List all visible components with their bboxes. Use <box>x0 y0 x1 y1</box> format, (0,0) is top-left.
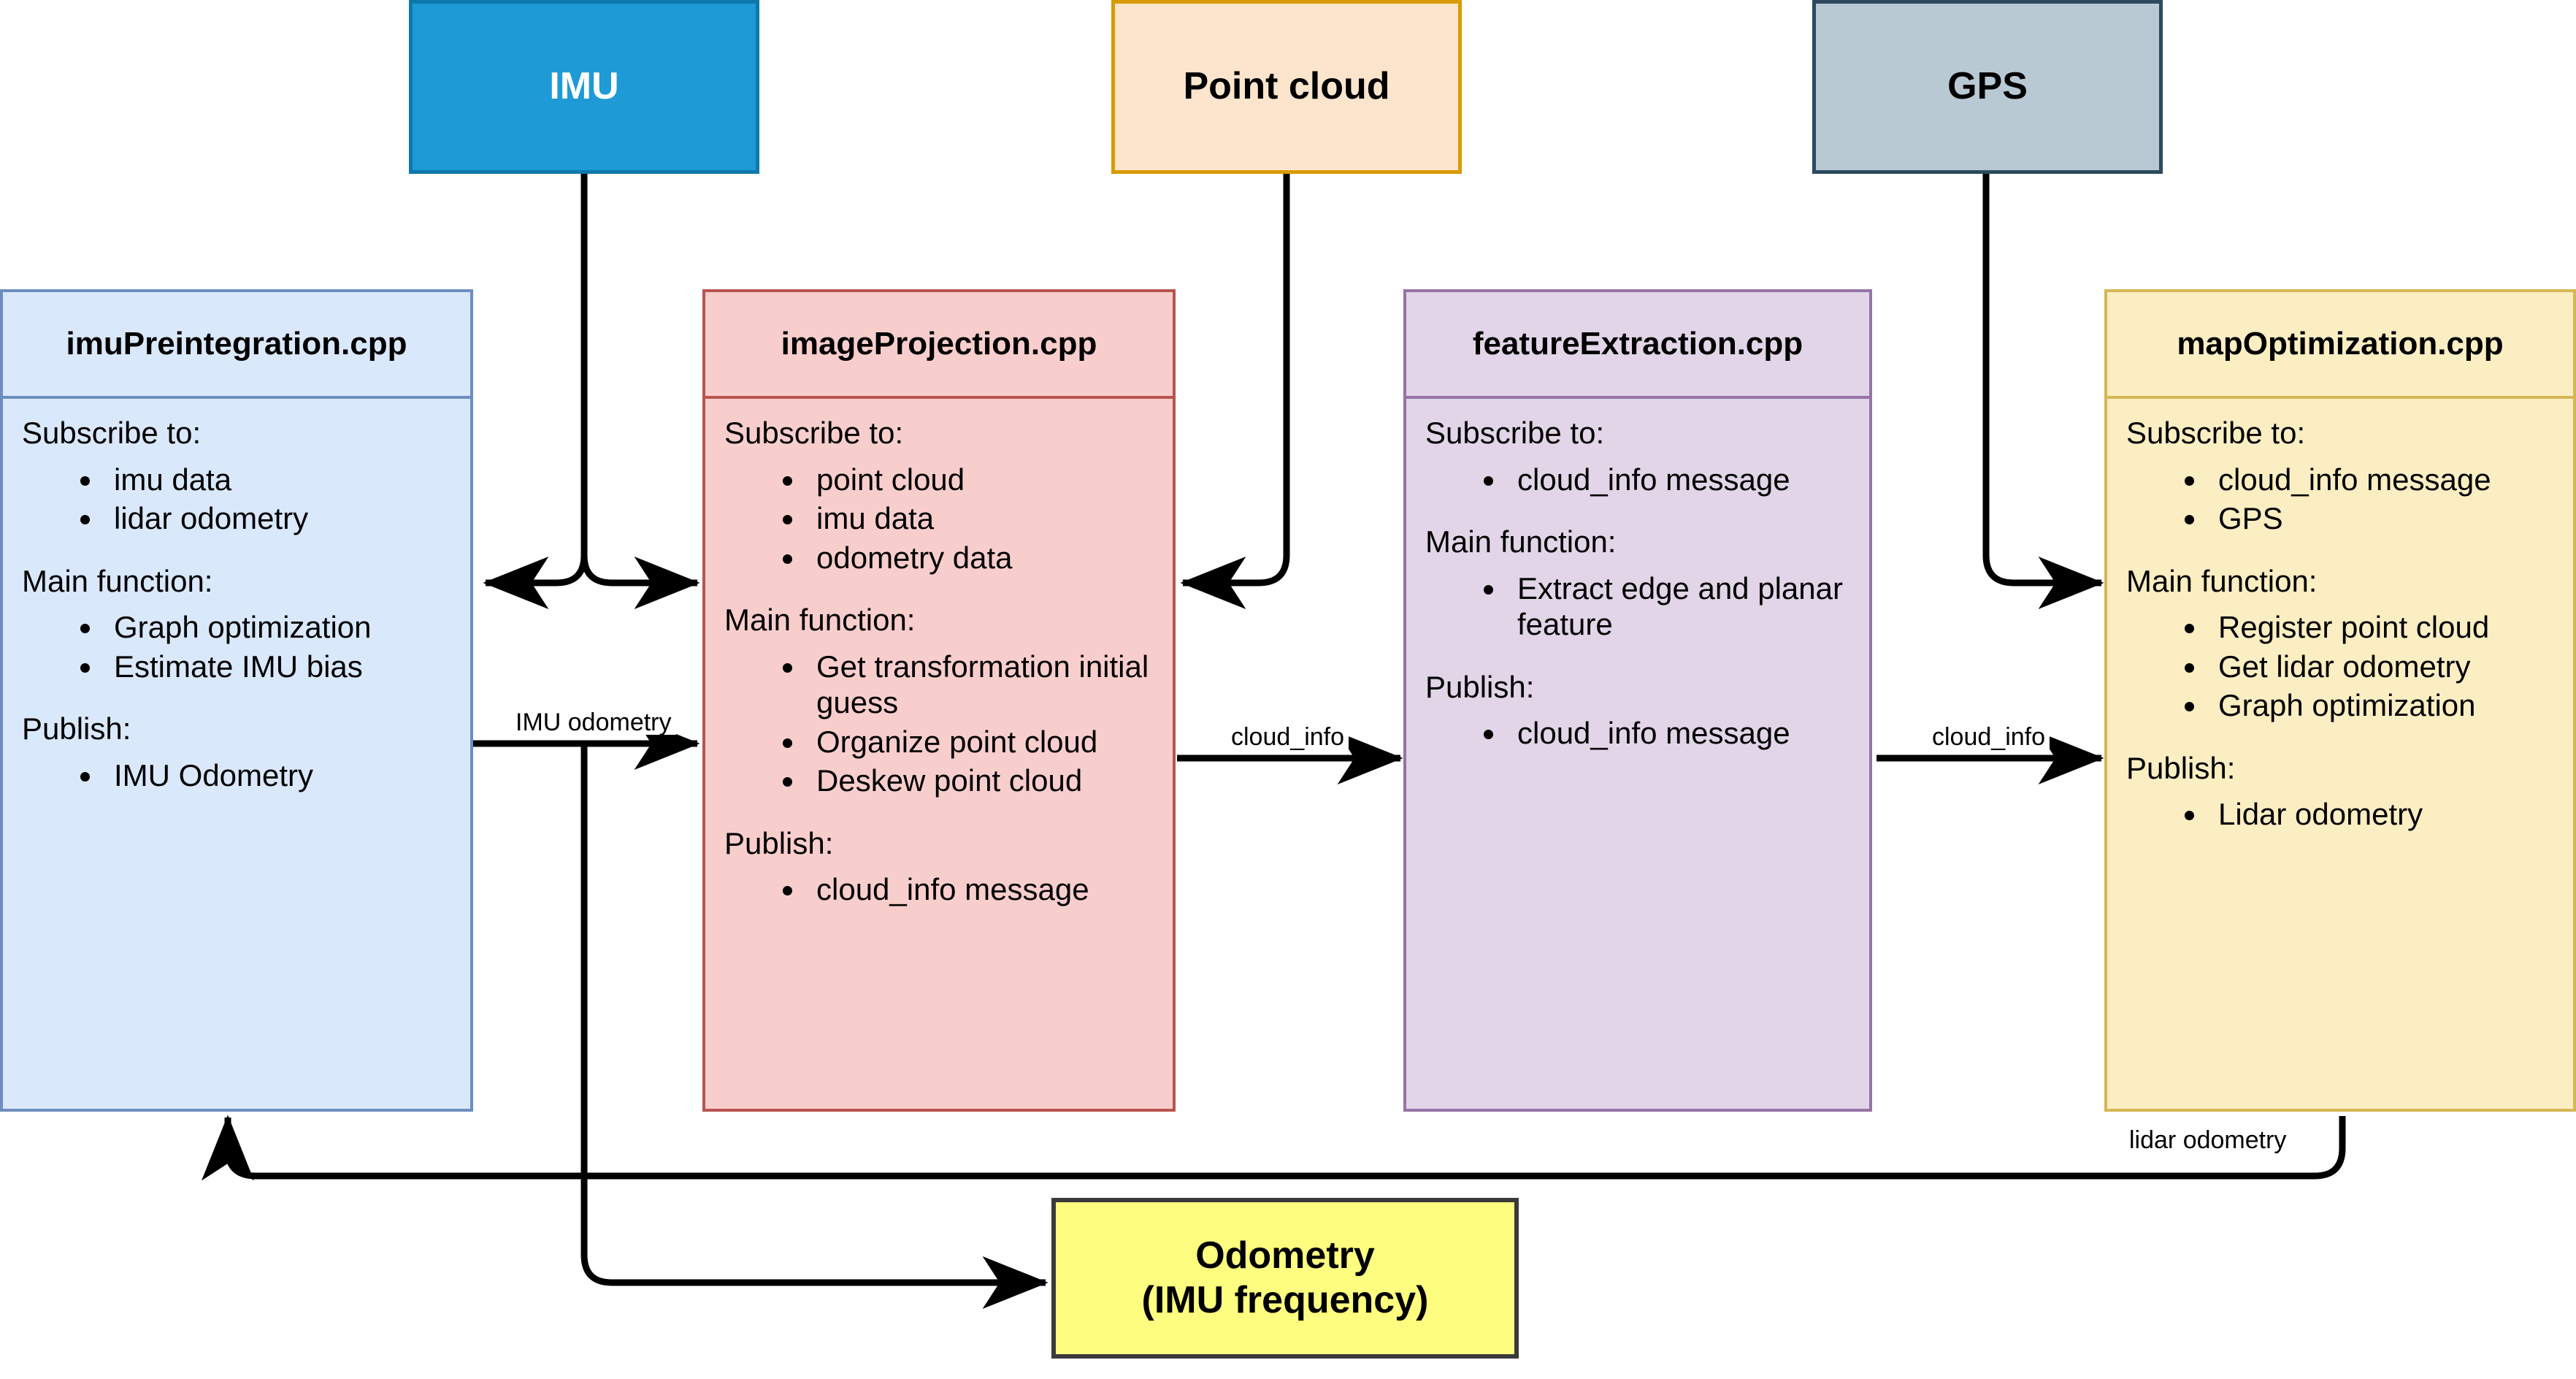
main-list: Graph optimization Estimate IMU bias <box>22 609 451 684</box>
module-title-imu-preintegration: imuPreintegration.cpp <box>3 292 470 399</box>
list-item: cloud_info message <box>2208 462 2554 498</box>
section-label-subscribe: Subscribe to: <box>2126 416 2306 450</box>
publish-list: IMU Odometry <box>22 757 451 794</box>
list-item: imu data <box>806 500 1154 537</box>
main-list: Register point cloud Get lidar odometry … <box>2126 609 2554 724</box>
module-body-feature-extraction: Subscribe to: cloud_info message Main fu… <box>1406 399 1869 1109</box>
module-title-map-optimization: mapOptimization.cpp <box>2107 292 2573 399</box>
edge-label-cloud-info-2: cloud_info <box>1928 725 2050 749</box>
subscribe-list: cloud_info message <box>1425 462 1850 498</box>
list-item: Get lidar odometry <box>2208 649 2554 685</box>
list-item: lidar odometry <box>104 500 451 537</box>
subscribe-list: imu data lidar odometry <box>22 462 451 537</box>
module-card-image-projection[interactable]: imageProjection.cpp Subscribe to: point … <box>702 289 1176 1112</box>
source-label-point-cloud: Point cloud <box>1183 65 1390 108</box>
module-body-imu-preintegration: Subscribe to: imu data lidar odometry Ma… <box>3 399 470 1109</box>
list-item: cloud_info message <box>1507 715 1850 752</box>
source-label-imu: IMU <box>549 65 619 108</box>
list-item: Register point cloud <box>2208 609 2554 646</box>
publish-list: cloud_info message <box>1425 715 1850 752</box>
source-label-gps: GPS <box>1947 65 2028 108</box>
list-item: imu data <box>104 462 451 498</box>
subscribe-list: point cloud imu data odometry data <box>724 462 1154 576</box>
section-label-publish: Publish: <box>2126 750 2236 785</box>
publish-list: Lidar odometry <box>2126 796 2554 833</box>
section-label-main: Main function: <box>1425 524 1617 559</box>
section-label-publish: Publish: <box>1425 669 1535 704</box>
sink-node-odometry[interactable]: Odometry (IMU frequency) <box>1051 1198 1519 1359</box>
list-item: Lidar odometry <box>2208 796 2554 833</box>
module-title-image-projection: imageProjection.cpp <box>705 292 1173 399</box>
list-item: point cloud <box>806 462 1154 498</box>
main-list: Extract edge and planar feature <box>1425 570 1850 643</box>
list-item: Organize point cloud <box>806 724 1154 760</box>
list-item: Deskew point cloud <box>806 763 1154 799</box>
list-item: odometry data <box>806 540 1154 576</box>
list-item: Extract edge and planar feature <box>1507 570 1850 643</box>
list-item: Estimate IMU bias <box>104 649 451 685</box>
section-label-main: Main function: <box>22 563 213 598</box>
odometry-label-line1: Odometry <box>1195 1234 1375 1277</box>
edge-imu-to-imupre <box>483 554 588 609</box>
list-item: Graph optimization <box>104 609 451 646</box>
edge-imu-to-imageproj <box>580 554 700 609</box>
source-node-imu[interactable]: IMU <box>409 0 759 174</box>
edge-label-imu-odometry: IMU odometry <box>511 710 676 735</box>
edge-gps-to-mapopt <box>1982 174 2104 609</box>
subscribe-list: cloud_info message GPS <box>2126 462 2554 537</box>
module-body-map-optimization: Subscribe to: cloud_info message GPS Mai… <box>2107 399 2573 1109</box>
section-label-subscribe: Subscribe to: <box>22 416 202 450</box>
list-item: Get transformation initial guess <box>806 649 1154 721</box>
list-item: cloud_info message <box>1507 462 1850 498</box>
module-card-map-optimization[interactable]: mapOptimization.cpp Subscribe to: cloud_… <box>2104 289 2576 1112</box>
section-label-publish: Publish: <box>724 825 834 860</box>
module-title-feature-extraction: featureExtraction.cpp <box>1406 292 1869 399</box>
section-label-subscribe: Subscribe to: <box>1425 416 1605 450</box>
section-label-publish: Publish: <box>22 711 131 746</box>
odometry-label-line2: (IMU frequency) <box>1141 1279 1429 1321</box>
module-card-imu-preintegration[interactable]: imuPreintegration.cpp Subscribe to: imu … <box>0 289 473 1112</box>
module-card-feature-extraction[interactable]: featureExtraction.cpp Subscribe to: clou… <box>1403 289 1872 1112</box>
list-item: IMU Odometry <box>104 757 451 794</box>
main-list: Get transformation initial guess Organiz… <box>724 649 1154 799</box>
list-item: cloud_info message <box>806 871 1154 908</box>
source-node-point-cloud[interactable]: Point cloud <box>1111 0 1462 174</box>
list-item: Graph optimization <box>2208 687 2554 724</box>
source-node-gps[interactable]: GPS <box>1812 0 2163 174</box>
section-label-main: Main function: <box>724 603 916 638</box>
publish-list: cloud_info message <box>724 871 1154 908</box>
section-label-subscribe: Subscribe to: <box>724 416 904 450</box>
edge-pointcloud-to-imageproj <box>1180 174 1290 609</box>
edge-label-lidar-odometry: lidar odometry <box>2125 1128 2291 1153</box>
section-label-main: Main function: <box>2126 563 2318 598</box>
list-item: GPS <box>2208 500 2554 537</box>
edge-label-cloud-info-1: cloud_info <box>1227 725 1349 749</box>
edge-lidar-odometry-feedback <box>202 1115 2346 1181</box>
module-body-image-projection: Subscribe to: point cloud imu data odome… <box>705 399 1173 1109</box>
edge-imu-odometry-to-odom <box>580 744 1049 1309</box>
